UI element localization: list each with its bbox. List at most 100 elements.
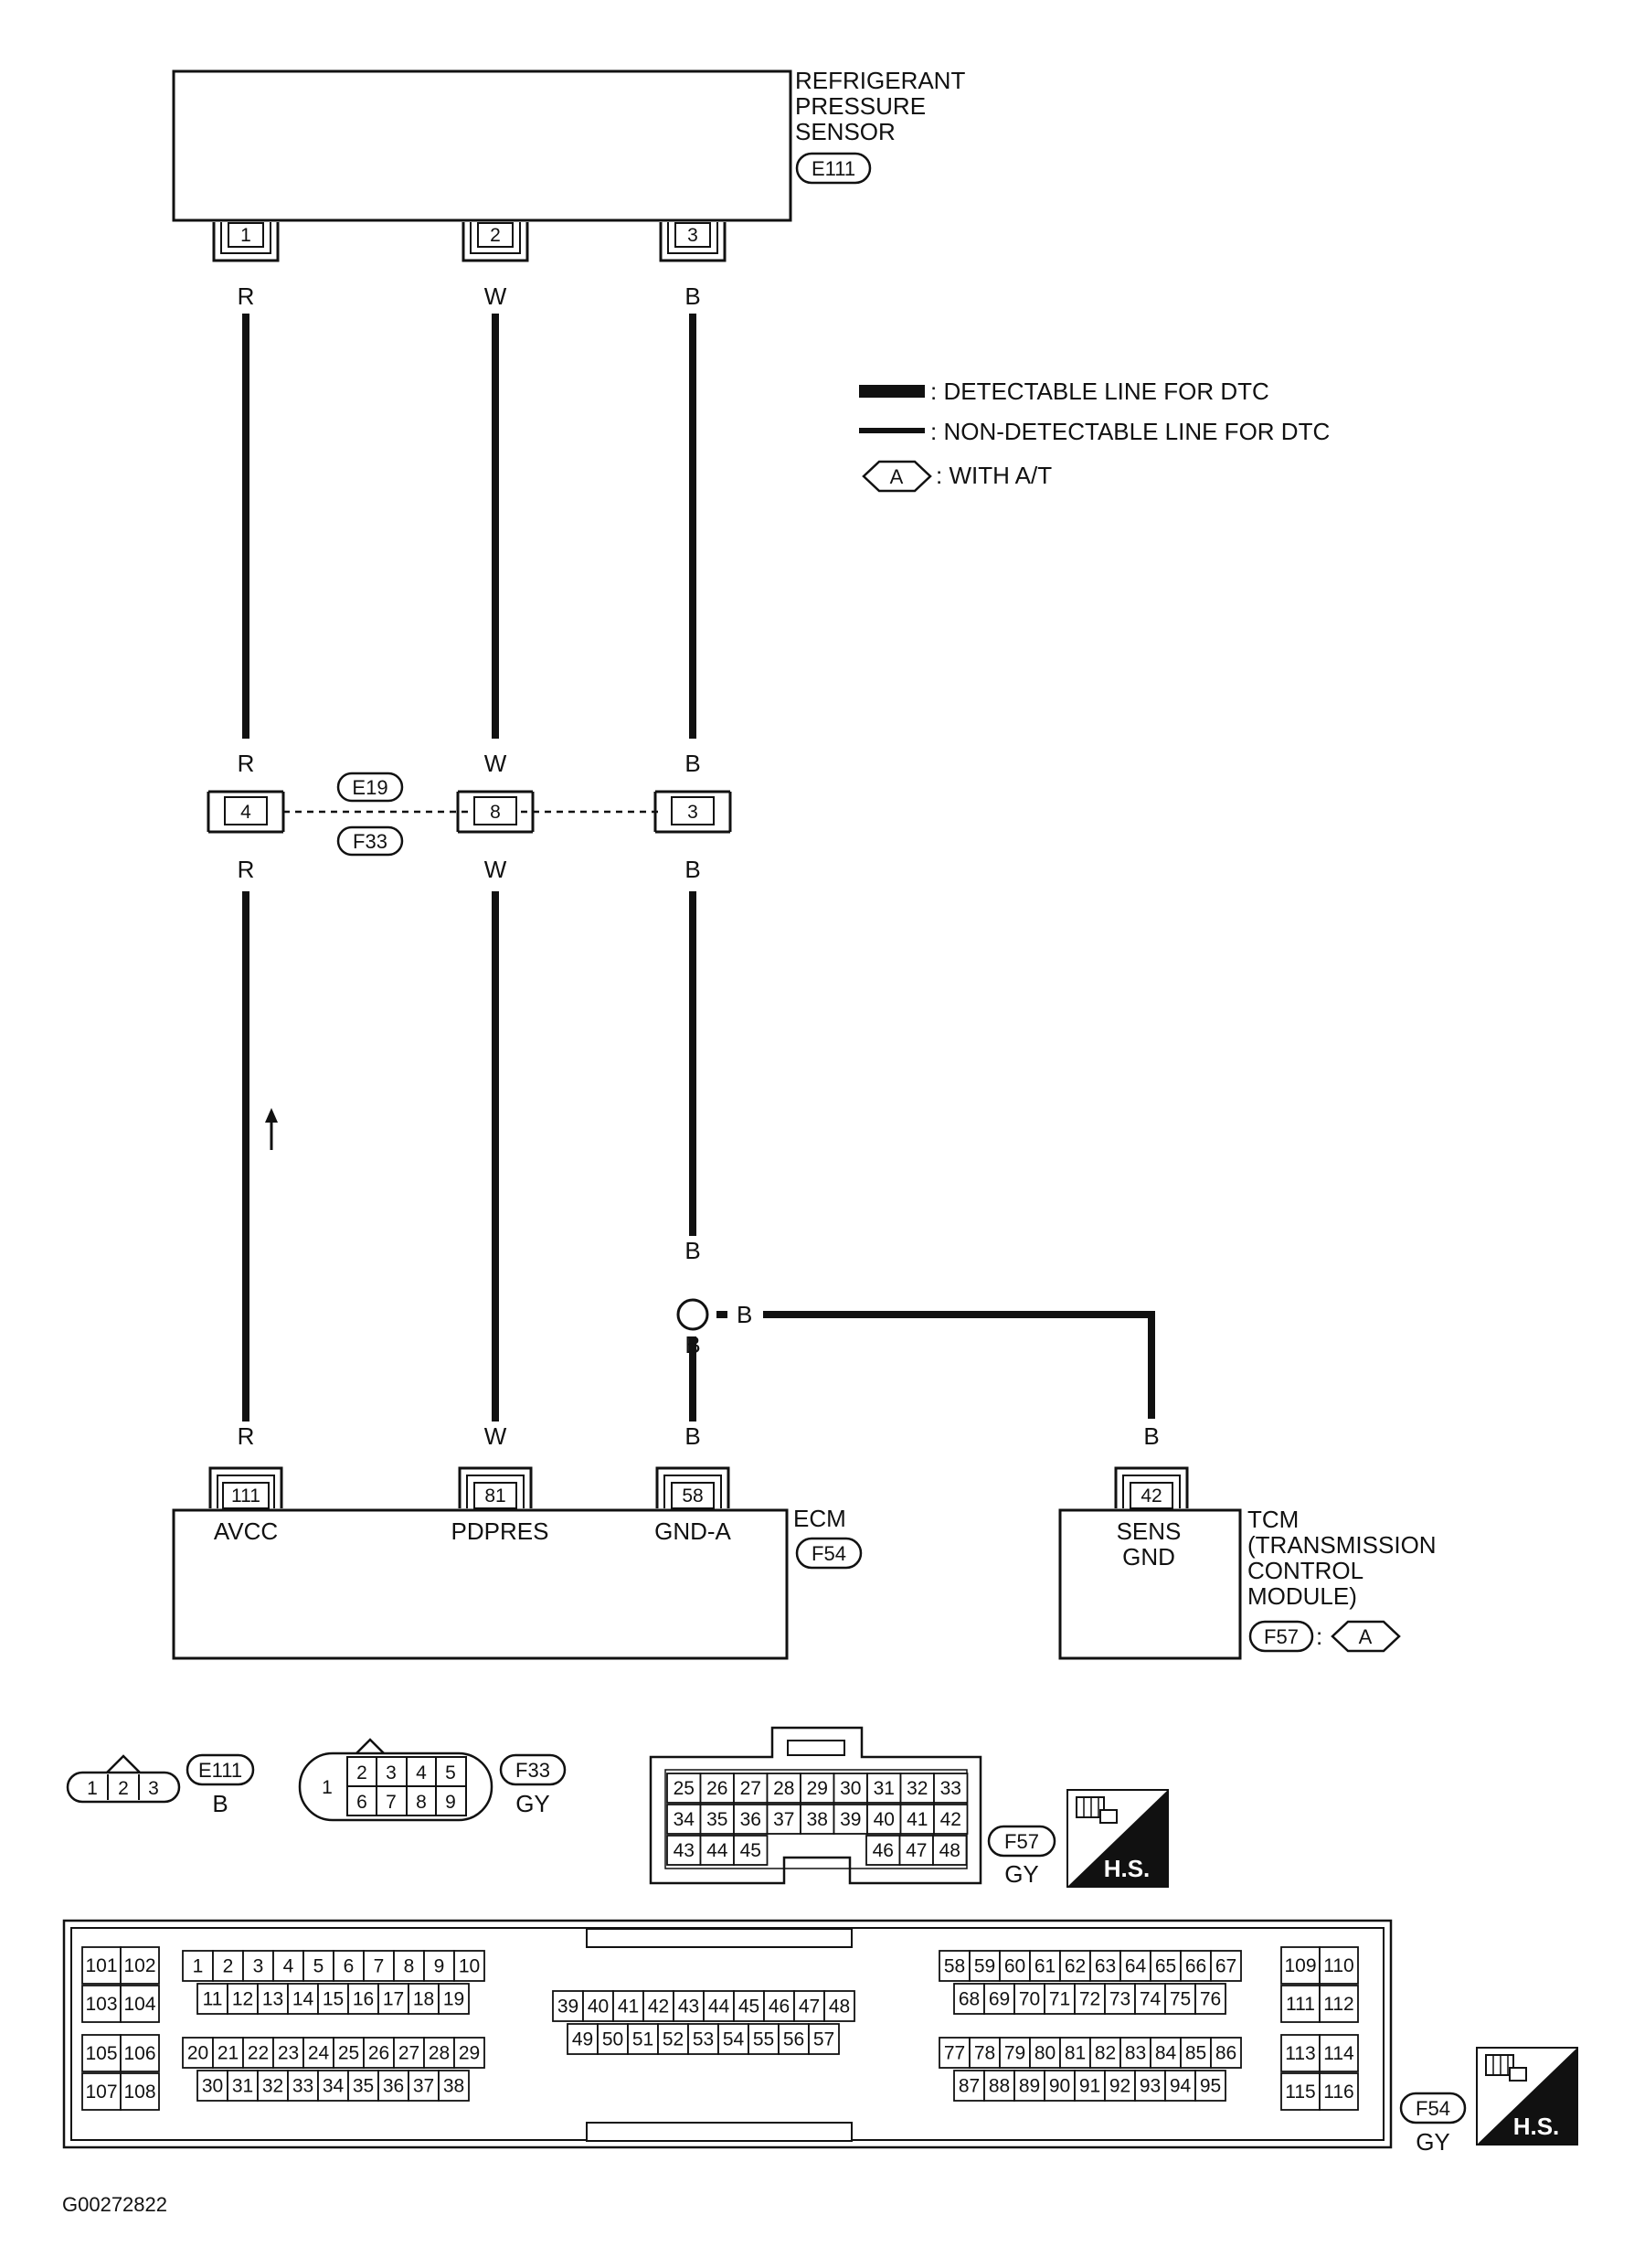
svg-text:76: 76 xyxy=(1200,1989,1221,2010)
svg-text:107: 107 xyxy=(85,2082,117,2103)
svg-text:116: 116 xyxy=(1323,2082,1353,2103)
svg-text:F33: F33 xyxy=(515,1759,550,1782)
svg-text:63: 63 xyxy=(1095,1956,1116,1977)
svg-text:41: 41 xyxy=(618,1996,639,2018)
f54-pin-91: 91 xyxy=(1074,2070,1106,2102)
f57-pin-26: 26 xyxy=(699,1773,735,1804)
svg-text:114: 114 xyxy=(1323,2043,1354,2064)
junction-pin-4: 4 xyxy=(207,790,285,834)
svg-text:2: 2 xyxy=(118,1778,129,1799)
ecm-terminal-pdpres: PDPRES xyxy=(451,1517,549,1545)
f54-pin-58: 58 xyxy=(939,1950,971,1982)
f54-pin-69: 69 xyxy=(983,1983,1015,2015)
f54-pin-109: 109 xyxy=(1280,1946,1321,1985)
svg-text:31: 31 xyxy=(874,1778,895,1799)
f54-pin-59: 59 xyxy=(969,1950,1001,1982)
svg-text:3: 3 xyxy=(687,802,698,823)
f54-pin-15: 15 xyxy=(317,1983,349,2015)
f54-pin-46: 46 xyxy=(763,1990,795,2022)
f54-pin-116: 116 xyxy=(1319,2072,1359,2111)
wire-branch-to-tcm xyxy=(763,1311,1155,1419)
f54-pin-34: 34 xyxy=(317,2070,349,2102)
f54-pin-4: 4 xyxy=(272,1950,304,1982)
svg-text:71: 71 xyxy=(1049,1989,1070,2010)
f54-pin-103: 103 xyxy=(81,1985,122,2023)
f54-pin-92: 92 xyxy=(1104,2070,1136,2102)
svg-text:F54: F54 xyxy=(812,1542,846,1565)
f54-pin-35: 35 xyxy=(347,2070,379,2102)
signal-direction-arrow xyxy=(265,1108,278,1150)
ecm-pin-81: 81 xyxy=(458,1466,533,1509)
sensor-pin-1: 1 xyxy=(212,222,280,262)
svg-text:62: 62 xyxy=(1065,1956,1086,1977)
svg-text:40: 40 xyxy=(588,1996,609,2018)
f54-pin-7: 7 xyxy=(363,1950,395,1982)
svg-text:32: 32 xyxy=(262,2076,283,2097)
svg-text:2: 2 xyxy=(223,1956,234,1977)
svg-text:30: 30 xyxy=(202,2076,223,2097)
connector-view-f54-badge: F54 xyxy=(1399,2092,1467,2124)
svg-text:3: 3 xyxy=(687,225,698,246)
svg-text:52: 52 xyxy=(663,2029,684,2050)
svg-text:36: 36 xyxy=(740,1809,761,1830)
svg-text:39: 39 xyxy=(557,1996,578,2018)
f54-pin-89: 89 xyxy=(1013,2070,1045,2102)
svg-text:F33: F33 xyxy=(353,830,387,853)
f54-pin-65: 65 xyxy=(1150,1950,1182,1982)
splice-color-above: B xyxy=(684,1237,700,1264)
f54-pin-85: 85 xyxy=(1180,2037,1212,2069)
svg-text:81: 81 xyxy=(1065,2043,1086,2064)
svg-text:70: 70 xyxy=(1019,1989,1040,2010)
f54-pin-68: 68 xyxy=(953,1983,985,2015)
f54-pin-21: 21 xyxy=(212,2037,244,2069)
svg-text:59: 59 xyxy=(974,1956,995,1977)
svg-text:102: 102 xyxy=(123,1955,155,1976)
f54-pin-60: 60 xyxy=(999,1950,1031,1982)
svg-text:6: 6 xyxy=(344,1956,355,1977)
sensor-connector-badge: E111 xyxy=(795,152,872,185)
f54-pin-17: 17 xyxy=(377,1983,409,2015)
f57-pin-38: 38 xyxy=(800,1804,835,1835)
svg-text:28: 28 xyxy=(773,1778,794,1799)
svg-text:95: 95 xyxy=(1200,2076,1221,2097)
svg-text:85: 85 xyxy=(1185,2043,1206,2064)
legend-detectable-text: : DETECTABLE LINE FOR DTC xyxy=(930,378,1269,405)
ecm-wire-color-col1: R xyxy=(238,1422,255,1450)
svg-text:115: 115 xyxy=(1285,2082,1315,2103)
f57-pin-44: 44 xyxy=(699,1835,735,1866)
svg-text:113: 113 xyxy=(1285,2043,1315,2064)
svg-text:112: 112 xyxy=(1323,1994,1353,2015)
f54-pin-95: 95 xyxy=(1194,2070,1226,2102)
f54-pin-30: 30 xyxy=(196,2070,228,2102)
sensor-pin-3: 3 xyxy=(659,222,727,262)
svg-text:69: 69 xyxy=(989,1989,1010,2010)
splice-branch-color: B xyxy=(737,1301,752,1328)
svg-text:16: 16 xyxy=(353,1989,374,2010)
svg-text:42: 42 xyxy=(940,1809,961,1830)
svg-text:42: 42 xyxy=(648,1996,669,2018)
legend-detectable-swatch xyxy=(859,385,925,398)
svg-text:3: 3 xyxy=(386,1762,397,1784)
svg-text:54: 54 xyxy=(723,2029,745,2050)
f54-pin-42: 42 xyxy=(642,1990,674,2022)
svg-text:51: 51 xyxy=(632,2029,653,2050)
f54-pin-3: 3 xyxy=(242,1950,274,1982)
f54-pin-10: 10 xyxy=(453,1950,485,1982)
svg-text:109: 109 xyxy=(1284,1955,1316,1976)
svg-text:E19: E19 xyxy=(352,776,387,799)
f54-pin-84: 84 xyxy=(1150,2037,1182,2069)
f54-pin-83: 83 xyxy=(1119,2037,1151,2069)
svg-text:4: 4 xyxy=(240,802,251,823)
f54-pin-66: 66 xyxy=(1180,1950,1212,1982)
svg-text:55: 55 xyxy=(753,2029,774,2050)
f54-pin-78: 78 xyxy=(969,2037,1001,2069)
svg-text:7: 7 xyxy=(386,1792,397,1813)
svg-text:H.S.: H.S. xyxy=(1513,2113,1560,2140)
tcm-connector-colon: : xyxy=(1316,1623,1322,1650)
f54-pin-114: 114 xyxy=(1319,2034,1359,2072)
svg-text:9: 9 xyxy=(434,1956,445,1977)
svg-text:44: 44 xyxy=(706,1840,728,1861)
f54-pin-101: 101 xyxy=(81,1946,122,1985)
